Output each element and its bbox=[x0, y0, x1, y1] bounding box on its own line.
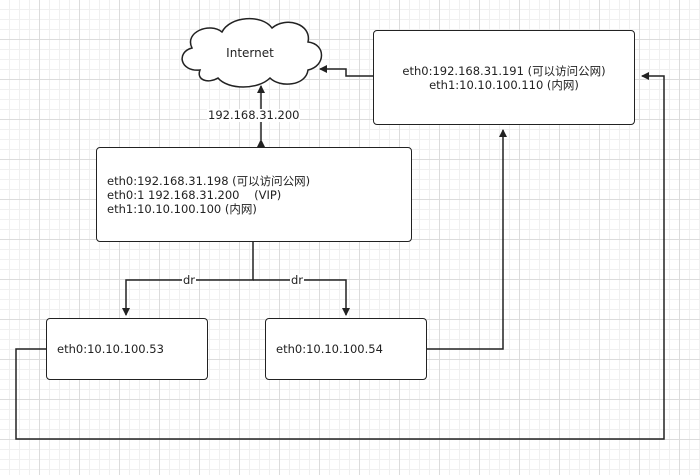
director-eth0-text: eth0:192.168.31.198 (可以访问公网) bbox=[107, 173, 311, 188]
real-server-1-text: eth0:10.10.100.53 bbox=[57, 342, 164, 356]
real-server-2-text: eth0:10.10.100.54 bbox=[276, 342, 383, 356]
dr-right-edge-label: dr bbox=[290, 273, 305, 287]
internet-cloud-icon bbox=[181, 17, 323, 88]
dr-left-edge-label: dr bbox=[182, 273, 197, 287]
director-eth1-text: eth1:10.10.100.100 (内网) bbox=[107, 201, 257, 216]
real-server-1-node[interactable]: eth0:10.10.100.53 bbox=[46, 318, 208, 380]
internet-label: Internet bbox=[226, 46, 274, 60]
edge-rs2-to-gateway bbox=[427, 129, 507, 350]
vip-edge-label: 192.168.31.200 bbox=[207, 108, 301, 122]
edge-gateway-to-internet bbox=[319, 65, 373, 77]
real-server-2-node[interactable]: eth0:10.10.100.54 bbox=[265, 318, 427, 380]
gateway-node[interactable]: eth0:192.168.31.191 (可以访问公网) eth1:10.10.… bbox=[373, 30, 635, 125]
director-vip-text: eth0:1 192.168.31.200 (VIP) bbox=[107, 187, 282, 202]
gateway-eth1-text: eth1:10.10.100.110 (内网) bbox=[429, 77, 579, 92]
gateway-eth0-text: eth0:192.168.31.191 (可以访问公网) bbox=[402, 63, 606, 78]
edge-rs1-to-gateway bbox=[15, 72, 665, 440]
edge-director-to-rs2 bbox=[253, 279, 350, 316]
director-node[interactable]: eth0:192.168.31.198 (可以访问公网) eth0:1 192.… bbox=[96, 147, 412, 242]
